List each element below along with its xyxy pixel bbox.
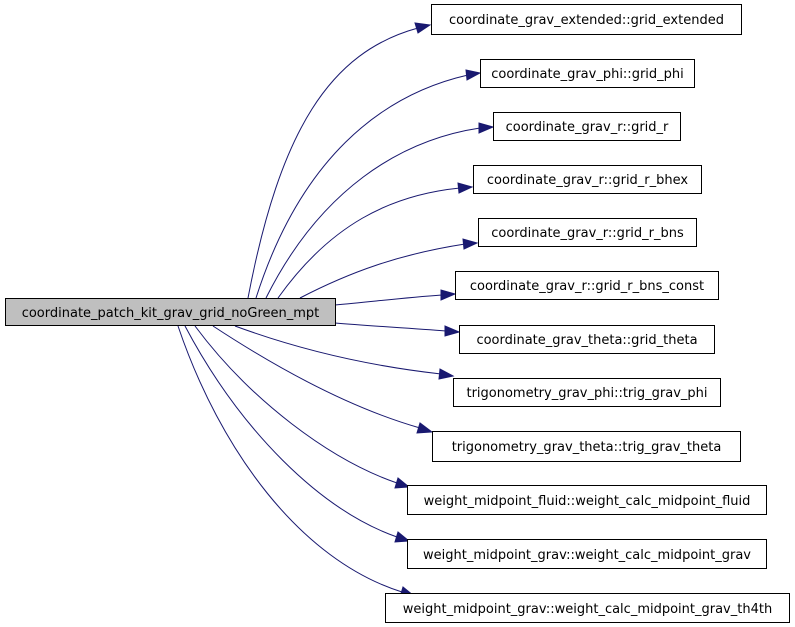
- arrowhead-weight-calc-midpoint-fluid: [394, 477, 411, 489]
- edge-grid-phi: [255, 74, 469, 299]
- node-grid-extended-label: coordinate_grav_extended::grid_extended: [449, 13, 724, 28]
- arrowhead-grid-r-bhex: [457, 182, 474, 194]
- node-grid-r-bhex-box: [473, 165, 702, 194]
- edge-grid-r-bns-const: [334, 294, 443, 306]
- node-weight-calc-midpoint-grav-th4th-label: weight_midpoint_grav::weight_calc_midpoi…: [403, 602, 772, 617]
- node-grid-theta[interactable]: coordinate_grav_theta::grid_theta: [459, 325, 715, 354]
- root-node-label: coordinate_patch_kit_grav_grid_noGreen_m…: [22, 306, 320, 321]
- node-trig-grav-phi[interactable]: trigonometry_grav_phi::trig_grav_phi: [453, 378, 721, 407]
- edge-weight-calc-midpoint-grav-th4th: [177, 325, 403, 593]
- arrowhead-trig-grav-theta: [416, 422, 434, 434]
- node-grid-phi-box: [480, 59, 695, 88]
- node-grid-r-bns-const[interactable]: coordinate_grav_r::grid_r_bns_const: [455, 271, 719, 300]
- node-grid-extended-box: [431, 4, 742, 35]
- root-node[interactable]: coordinate_patch_kit_grav_grid_noGreen_m…: [5, 298, 336, 326]
- node-grid-phi-label: coordinate_grav_phi::grid_phi: [491, 67, 684, 82]
- arrowhead-grid-r-bns: [462, 238, 479, 250]
- node-grid-r-box: [493, 112, 681, 141]
- edge-weight-calc-midpoint-grav: [184, 325, 398, 538]
- node-grid-phi[interactable]: coordinate_grav_phi::grid_phi: [480, 59, 695, 88]
- arrowhead-weight-calc-midpoint-grav: [394, 531, 411, 543]
- edge-grid-r-bns: [299, 243, 466, 299]
- arrowhead-trig-grav-phi: [438, 368, 455, 380]
- node-trig-grav-phi-label: trigonometry_grav_phi::trig_grav_phi: [466, 386, 707, 401]
- node-weight-calc-midpoint-grav-label: weight_midpoint_grav::weight_calc_midpoi…: [423, 548, 751, 563]
- node-weight-calc-midpoint-grav-th4th-box: [385, 593, 790, 623]
- node-weight-calc-midpoint-fluid[interactable]: weight_midpoint_fluid::weight_calc_midpo…: [407, 485, 767, 515]
- node-grid-r-bns-label: coordinate_grav_r::grid_r_bns: [491, 226, 684, 241]
- node-weight-calc-midpoint-grav[interactable]: weight_midpoint_grav::weight_calc_midpoi…: [407, 539, 767, 569]
- edge-grid-extended: [247, 27, 419, 299]
- node-weight-calc-midpoint-fluid-label: weight_midpoint_fluid::weight_calc_midpo…: [424, 494, 751, 509]
- node-grid-theta-label: coordinate_grav_theta::grid_theta: [476, 333, 697, 348]
- node-weight-calc-midpoint-grav-th4th[interactable]: weight_midpoint_grav::weight_calc_midpoi…: [385, 593, 790, 623]
- edge-grid-r-bhex: [277, 187, 461, 299]
- arrowhead-grid-phi: [465, 69, 482, 81]
- node-trig-grav-theta[interactable]: trigonometry_grav_theta::trig_grav_theta: [432, 431, 741, 462]
- node-trig-grav-theta-box: [432, 431, 741, 462]
- edge-grid-theta: [334, 322, 447, 332]
- node-grid-r-bhex[interactable]: coordinate_grav_r::grid_r_bhex: [473, 165, 702, 194]
- node-grid-r-bns-box: [478, 218, 697, 247]
- edge-grid-r: [265, 127, 481, 299]
- node-trig-grav-phi-box: [453, 378, 721, 407]
- node-grid-r-bns-const-box: [455, 271, 719, 300]
- arrowhead-grid-r-bns-const: [440, 289, 457, 301]
- arrowhead-grid-r: [478, 122, 495, 134]
- root-node-box: [5, 298, 336, 326]
- arrowhead-grid-extended: [414, 22, 432, 34]
- node-grid-r-label: coordinate_grav_r::grid_r: [506, 120, 669, 135]
- edge-trig-grav-theta: [212, 325, 421, 429]
- node-grid-theta-box: [459, 325, 715, 354]
- edge-trig-grav-phi: [234, 325, 442, 375]
- node-grid-r-bns-const-label: coordinate_grav_r::grid_r_bns_const: [470, 279, 704, 294]
- node-weight-calc-midpoint-grav-box: [407, 539, 767, 569]
- node-grid-r-bns[interactable]: coordinate_grav_r::grid_r_bns: [478, 218, 697, 247]
- node-grid-extended[interactable]: coordinate_grav_extended::grid_extended: [431, 4, 742, 35]
- arrowhead-grid-theta: [444, 325, 461, 337]
- node-trig-grav-theta-label: trigonometry_grav_theta::trig_grav_theta: [452, 440, 722, 455]
- node-grid-r[interactable]: coordinate_grav_r::grid_r: [493, 112, 681, 141]
- node-grid-r-bhex-label: coordinate_grav_r::grid_r_bhex: [487, 173, 689, 188]
- edges: [177, 22, 495, 598]
- callee-nodes: coordinate_grav_extended::grid_extended …: [385, 4, 790, 623]
- node-weight-calc-midpoint-fluid-box: [407, 485, 767, 515]
- edge-weight-calc-midpoint-fluid: [194, 325, 398, 484]
